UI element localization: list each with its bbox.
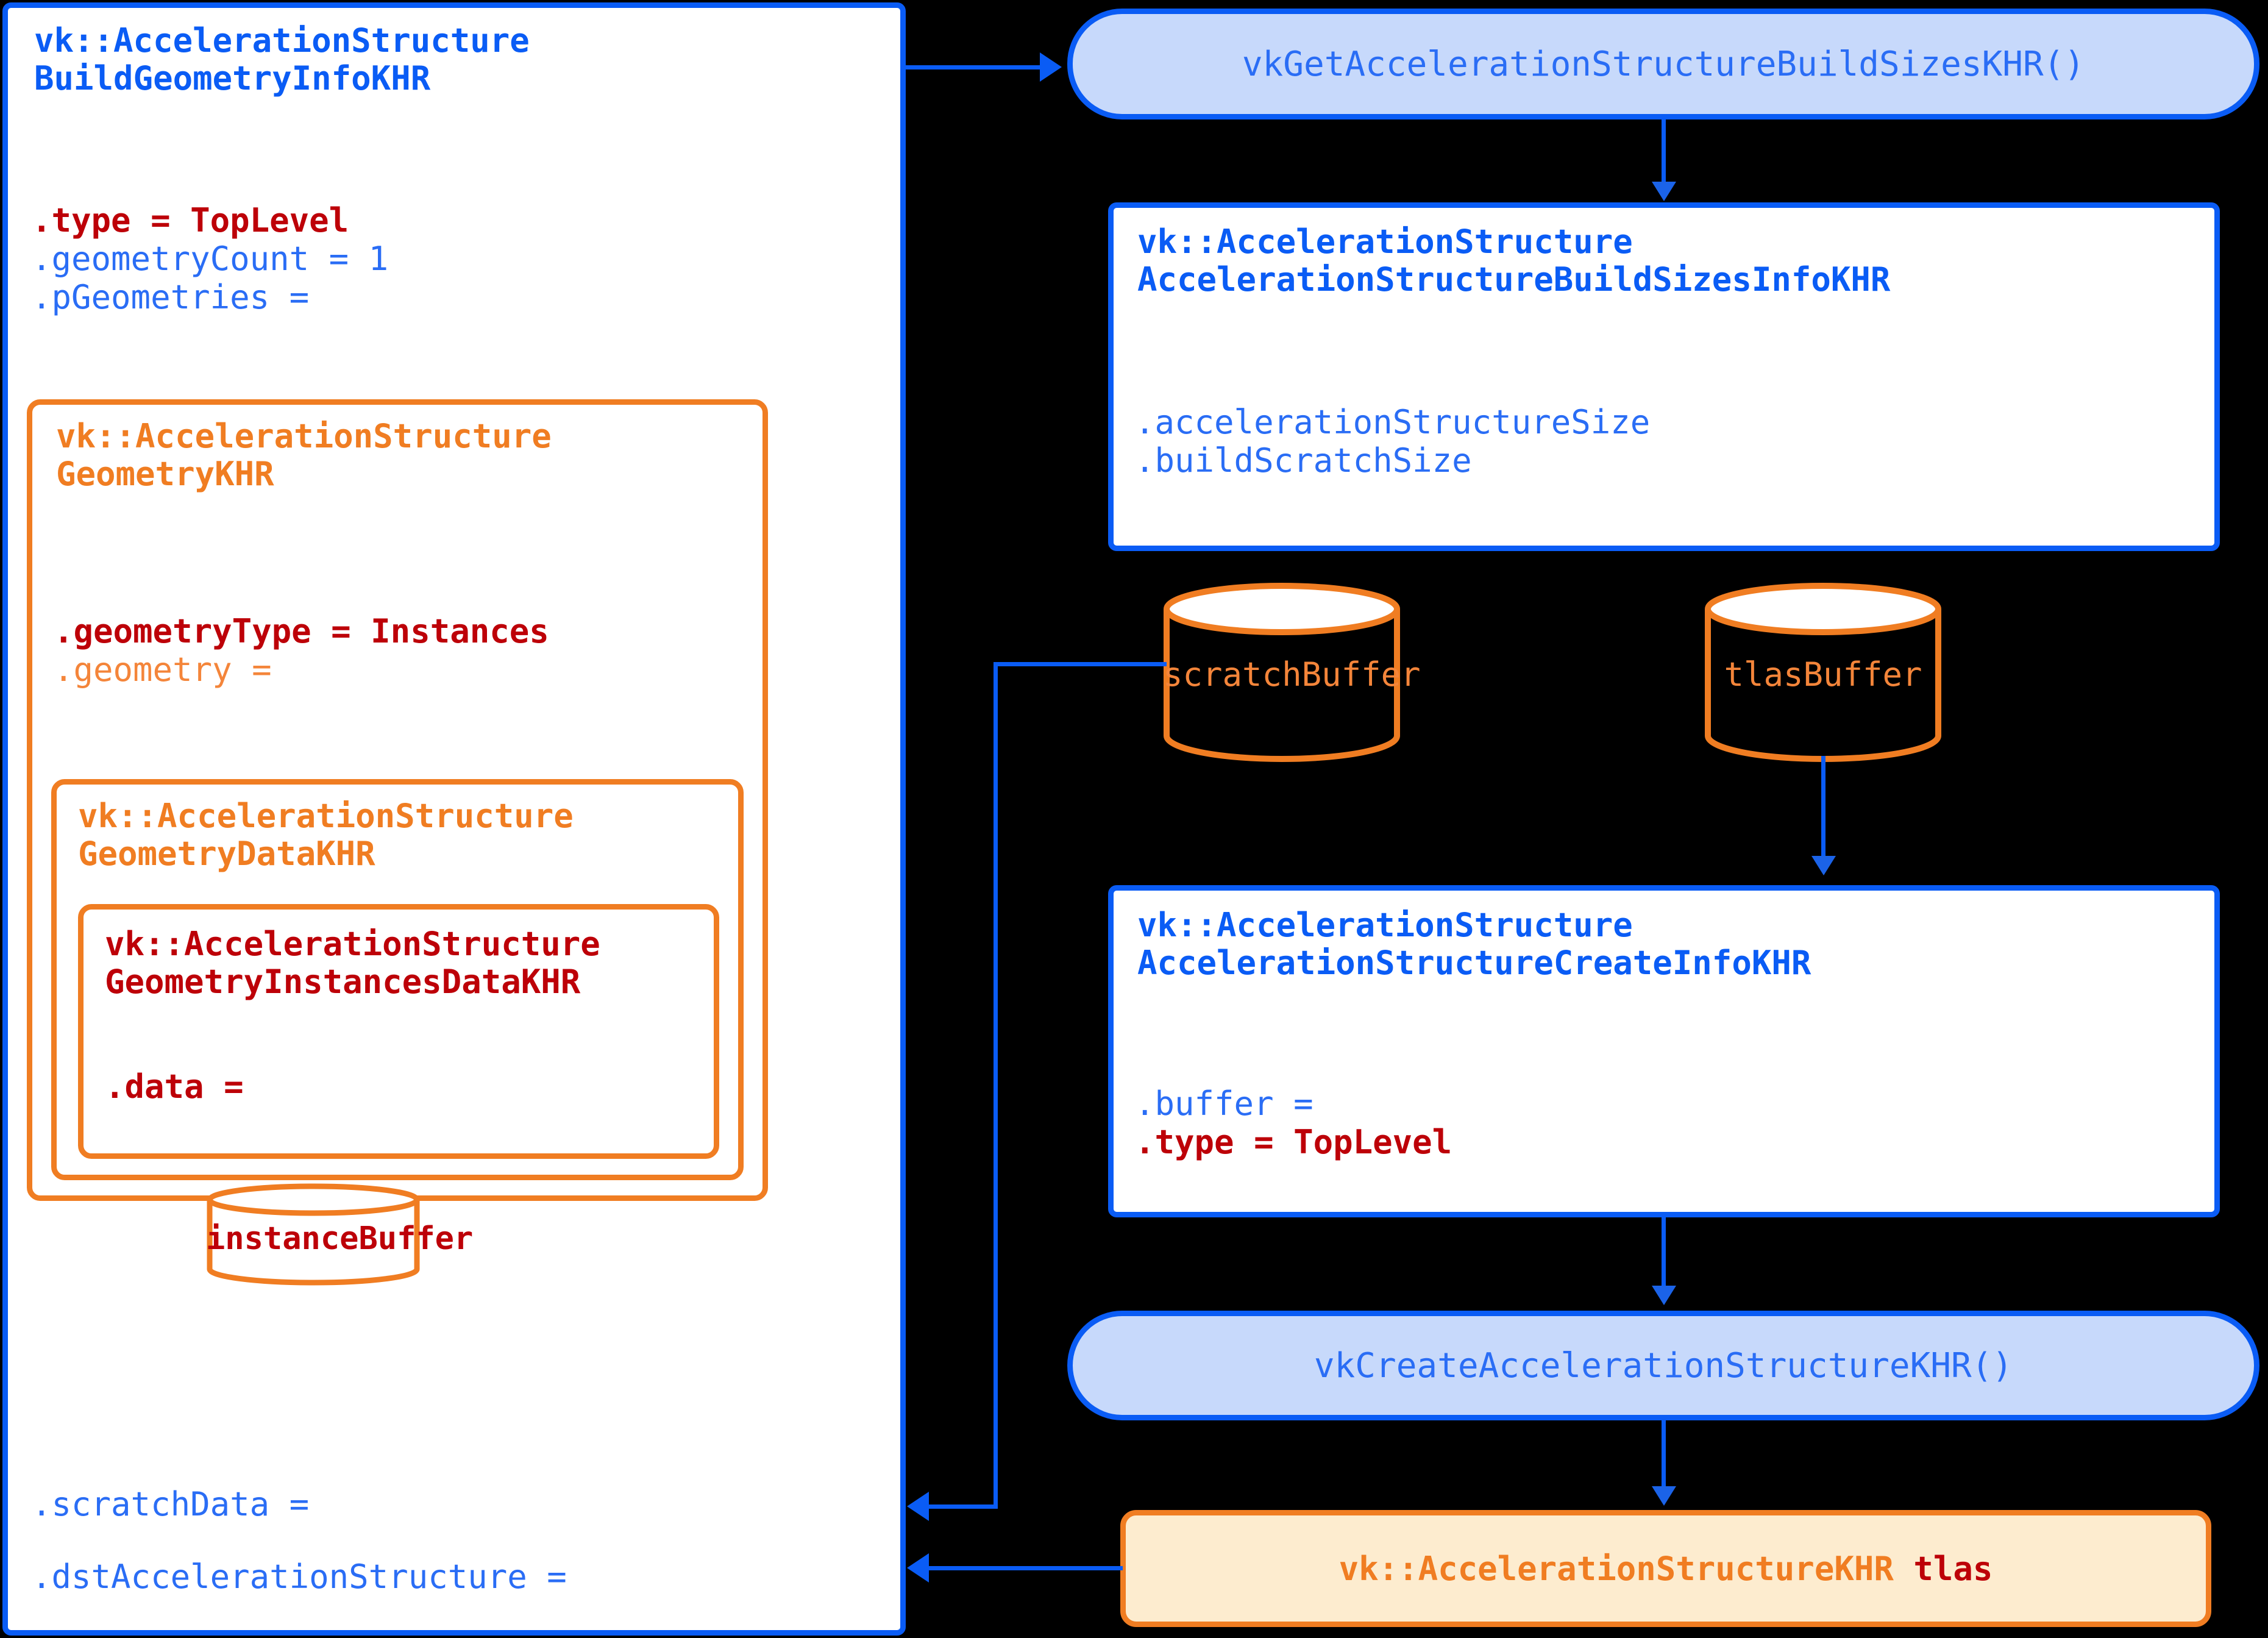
- geometry-khr-title-line2: GeometryKHR: [56, 455, 274, 493]
- instance-buffer-cylinder: instanceBuffer: [206, 1183, 474, 1286]
- tlas-buffer-cylinder-2: tlasBuffer: [1704, 582, 1942, 765]
- geometry-data-khr-box: [51, 779, 744, 1180]
- build-sizes-info-box: [1108, 202, 2220, 551]
- arrowhead-to-buildsizesinfo: [1652, 182, 1676, 201]
- connector-scratchbuffer-h-bottom: [929, 1504, 996, 1509]
- tlas-buffer-label: tlasBuffer: [1724, 655, 1922, 694]
- geometry-data-khr-title-line1: vk::AccelerationStructure: [78, 797, 574, 835]
- build-geometry-info-field-dstaccelerationstructure: .dstAccelerationStructure =: [32, 1558, 567, 1596]
- connector-scratchbuffer-v: [994, 662, 998, 1509]
- tlas-result-box: vk::AccelerationStructureKHR tlas: [1120, 1510, 2211, 1627]
- connector-vkcreate-to-tlas: [1662, 1420, 1666, 1489]
- arrowhead-to-dstaccelerationstructure: [907, 1553, 929, 1583]
- connector-buildgeometryinfo-to-getbuildsizes: [906, 65, 1040, 69]
- build-geometry-info-title-line2: BuildGeometryInfoKHR: [34, 59, 431, 98]
- connector-getbuildsizes-to-buildsizesinfo: [1662, 119, 1666, 184]
- create-info-field-buffer: .buffer =: [1135, 1084, 1314, 1123]
- build-geometry-info-field-type: .type = TopLevel: [32, 201, 349, 240]
- vk-create-acceleration-structure-label: vkCreateAccelerationStructureKHR(): [1314, 1345, 2013, 1386]
- build-geometry-info-field-scratchdata: .scratchData =: [32, 1485, 310, 1523]
- geometry-khr-title-line1: vk::AccelerationStructure: [56, 417, 552, 455]
- connector-tlas-to-dstaccelerationstructure: [929, 1566, 1123, 1570]
- arrowhead-to-vkcreate: [1652, 1286, 1676, 1305]
- geometry-instances-data-khr-title-line2: GeometryInstancesDataKHR: [105, 963, 581, 1001]
- scratch-buffer-cylinder: scratchBuffer: [1163, 582, 1421, 765]
- scratch-buffer-label: scratchBuffer: [1163, 655, 1421, 694]
- geometry-data-khr-title-line2: GeometryDataKHR: [78, 835, 375, 873]
- geometry-instances-data-khr-box: [78, 904, 719, 1159]
- geometry-instances-data-khr-title-line1: vk::AccelerationStructure: [105, 925, 600, 963]
- build-geometry-info-field-geometrycount: .geometryCount = 1: [32, 240, 389, 278]
- connector-createinfo-to-vkcreate: [1662, 1217, 1666, 1288]
- instance-buffer-label: instanceBuffer: [206, 1220, 474, 1257]
- vk-get-build-sizes-label: vkGetAccelerationStructureBuildSizesKHR(…: [1242, 44, 2085, 84]
- create-info-field-type: .type = TopLevel: [1135, 1123, 1452, 1161]
- connector-tlasbuffer-to-createinfo: [1821, 756, 1825, 858]
- create-info-title-line2: AccelerationStructureCreateInfoKHR: [1137, 944, 1811, 982]
- arrowhead-to-scratchdata: [907, 1492, 929, 1521]
- build-geometry-info-field-pgeometries: .pGeometries =: [32, 278, 310, 316]
- build-geometry-info-box: [2, 2, 906, 1636]
- create-info-box: [1108, 885, 2220, 1217]
- geometry-khr-field-geometry: .geometry =: [54, 650, 272, 689]
- geometry-khr-field-geometrytype: .geometryType = Instances: [54, 612, 549, 650]
- arrowhead-to-getbuildsizes: [1040, 52, 1062, 82]
- build-sizes-info-field-accelerationstructuresize: .accelerationStructureSize: [1135, 403, 1651, 441]
- tlas-result-var: tlas: [1913, 1549, 1993, 1588]
- build-sizes-info-title-line2: AccelerationStructureBuildSizesInfoKHR: [1137, 260, 1891, 299]
- geometry-instances-data-khr-field-data: .data =: [105, 1067, 244, 1106]
- build-sizes-info-title-line1: vk::AccelerationStructure: [1137, 223, 1633, 261]
- tlas-result-type: vk::AccelerationStructureKHR: [1338, 1549, 1894, 1588]
- create-info-title-line1: vk::AccelerationStructure: [1137, 906, 1633, 944]
- vk-get-build-sizes-function[interactable]: vkGetAccelerationStructureBuildSizesKHR(…: [1067, 9, 2259, 119]
- build-sizes-info-field-buildscratchsize: .buildScratchSize: [1135, 441, 1472, 480]
- build-geometry-info-title-line1: vk::AccelerationStructure: [34, 21, 530, 60]
- arrowhead-to-createinfo: [1811, 856, 1836, 875]
- vk-create-acceleration-structure-function[interactable]: vkCreateAccelerationStructureKHR(): [1067, 1311, 2259, 1420]
- arrowhead-to-tlas: [1652, 1486, 1676, 1506]
- connector-scratchbuffer-h-top: [994, 662, 1167, 666]
